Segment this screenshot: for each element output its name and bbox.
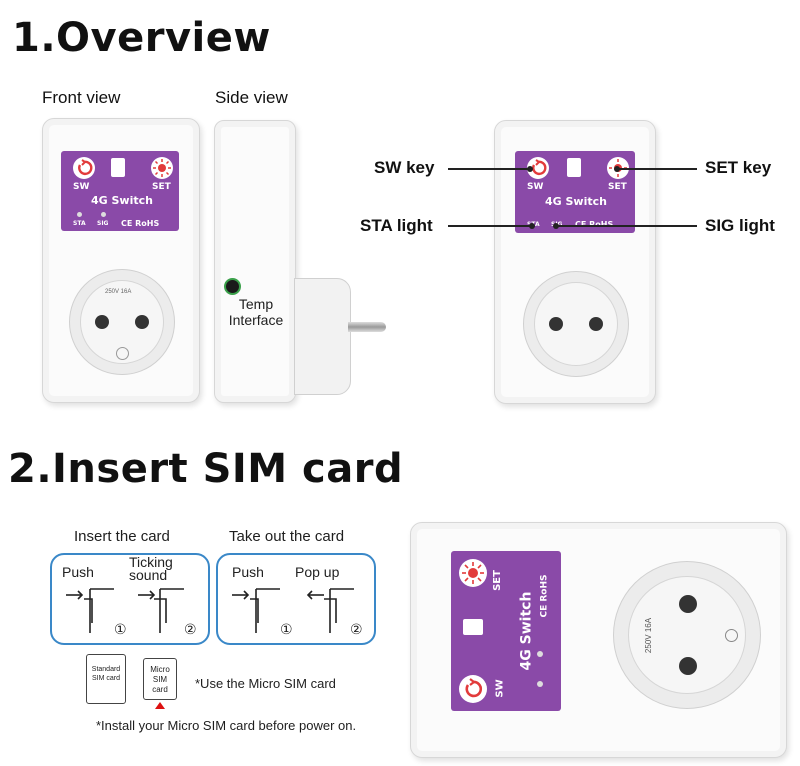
rotated-sim-slot-icon — [463, 619, 483, 635]
temp-interface-label: Temp Interface — [228, 296, 284, 328]
sw-key-line — [448, 168, 530, 170]
sta-light-dot — [529, 223, 535, 229]
micro-sim-label: Micro SIM card — [150, 665, 170, 694]
socket-hole-right — [135, 315, 149, 329]
cert-label-2: CE RoHS — [575, 220, 613, 229]
rotated-socket-rating: 250V 16A — [644, 617, 654, 654]
sig-led — [101, 212, 106, 217]
set-label-2: SET — [608, 182, 627, 192]
insert-step1: ① — [114, 621, 127, 637]
use-micro-note: *Use the Micro SIM card — [195, 676, 336, 691]
socket-hole-right-2 — [589, 317, 603, 331]
sw-key-icon-2 — [527, 157, 549, 179]
standard-sim-card: Standard SIM card — [86, 654, 126, 704]
overview-title: 1.Overview — [12, 15, 271, 61]
set-label: SET — [152, 182, 171, 192]
rotated-sta-led — [537, 681, 543, 687]
ticking-sound-label: Ticking sound — [129, 554, 173, 583]
front-view-device: SW SET 4G Switch STA SIG CE RoHS 250V 16… — [42, 118, 200, 403]
sw-key-icon — [73, 157, 95, 179]
rotated-socket-face: 250V 16A — [628, 576, 746, 694]
rotated-set-label: SET — [491, 570, 503, 591]
socket-face-2 — [534, 282, 618, 366]
model-label-2: 4G Switch — [545, 195, 607, 208]
callout-device: SW SET 4G Switch STA SIG CE RoHS — [494, 120, 656, 404]
side-plug-pin — [348, 322, 386, 332]
rotated-set-key-icon — [459, 559, 487, 587]
sta-label: STA — [73, 220, 86, 227]
insert-step2: ② — [184, 621, 197, 637]
set-key-dot — [614, 166, 620, 172]
rotated-sig-led — [537, 651, 543, 657]
sim-slot-icon-2 — [567, 158, 581, 177]
set-key-icon — [151, 157, 173, 179]
sta-light-callout: STA light — [360, 216, 433, 235]
push-label: Push — [62, 564, 94, 580]
side-view-device — [214, 120, 296, 403]
socket-rating: 250V 16A — [105, 289, 132, 295]
set-key-line — [617, 168, 697, 170]
micro-sim-marker-icon — [155, 702, 165, 709]
control-panel-2: SW SET 4G Switch STA SIG CE RoHS — [515, 151, 635, 233]
ground-icon — [116, 347, 129, 360]
set-key-callout: SET key — [705, 158, 772, 177]
control-panel: SW SET 4G Switch STA SIG CE RoHS — [61, 151, 179, 231]
socket-2 — [523, 271, 629, 377]
rotated-model-label: 4G Switch — [518, 591, 535, 671]
rotated-sw-key-icon — [459, 675, 487, 703]
sw-key-callout: SW key — [374, 158, 435, 177]
model-label: 4G Switch — [91, 194, 153, 207]
rotated-device: SET 4G Switch SW CE RoHS 250V 16A — [410, 522, 787, 758]
sw-label: SW — [73, 182, 90, 192]
sta-light-line — [448, 225, 532, 227]
sw-label-2: SW — [527, 182, 544, 192]
rotated-socket-hole-top — [679, 595, 697, 613]
take-out-card-diagram: Push Pop up ① ② — [216, 553, 376, 645]
rotated-control-panel: SET 4G Switch SW CE RoHS — [451, 551, 561, 711]
rotated-socket-hole-bottom — [679, 657, 697, 675]
sig-label: SIG — [97, 220, 109, 227]
takeout-slot-diagram — [232, 588, 354, 633]
insert-card-heading: Insert the card — [74, 528, 170, 545]
side-plug-body — [294, 278, 351, 395]
sig-light-dot — [553, 223, 559, 229]
socket-hole-left-2 — [549, 317, 563, 331]
socket-hole-left — [95, 315, 109, 329]
cert-label: CE RoHS — [121, 219, 160, 228]
sig-light-line — [556, 225, 697, 227]
takeout-step1: ① — [280, 621, 293, 637]
insert-card-diagram: Push Ticking sound ① ② — [50, 553, 210, 645]
side-view-label: Side view — [215, 88, 288, 107]
insert-slot-diagram — [66, 588, 184, 633]
push-label-2: Push — [232, 564, 264, 580]
takeout-step2: ② — [350, 621, 363, 637]
install-note: *Install your Micro SIM card before powe… — [96, 718, 357, 733]
sw-key-dot — [527, 166, 533, 172]
sta-led — [77, 212, 82, 217]
rotated-cert-label: CE RoHS — [539, 574, 550, 618]
micro-sim-card: Micro SIM card — [143, 658, 177, 700]
pop-up-label: Pop up — [295, 564, 340, 580]
front-view-label: Front view — [42, 88, 121, 107]
socket: 250V 16A — [69, 269, 175, 375]
sim-slot-icon — [111, 158, 125, 177]
standard-sim-label: Standard SIM card — [91, 666, 121, 682]
rotated-socket: 250V 16A — [613, 561, 761, 709]
insert-sim-title: 2.Insert SIM card — [8, 446, 404, 492]
rotated-sw-label: SW — [494, 679, 506, 698]
socket-face: 250V 16A — [80, 280, 164, 364]
sig-light-callout: SIG light — [705, 216, 775, 235]
temp-interface-port — [224, 278, 241, 295]
rotated-ground-icon — [725, 629, 738, 642]
take-out-card-heading: Take out the card — [229, 528, 345, 545]
